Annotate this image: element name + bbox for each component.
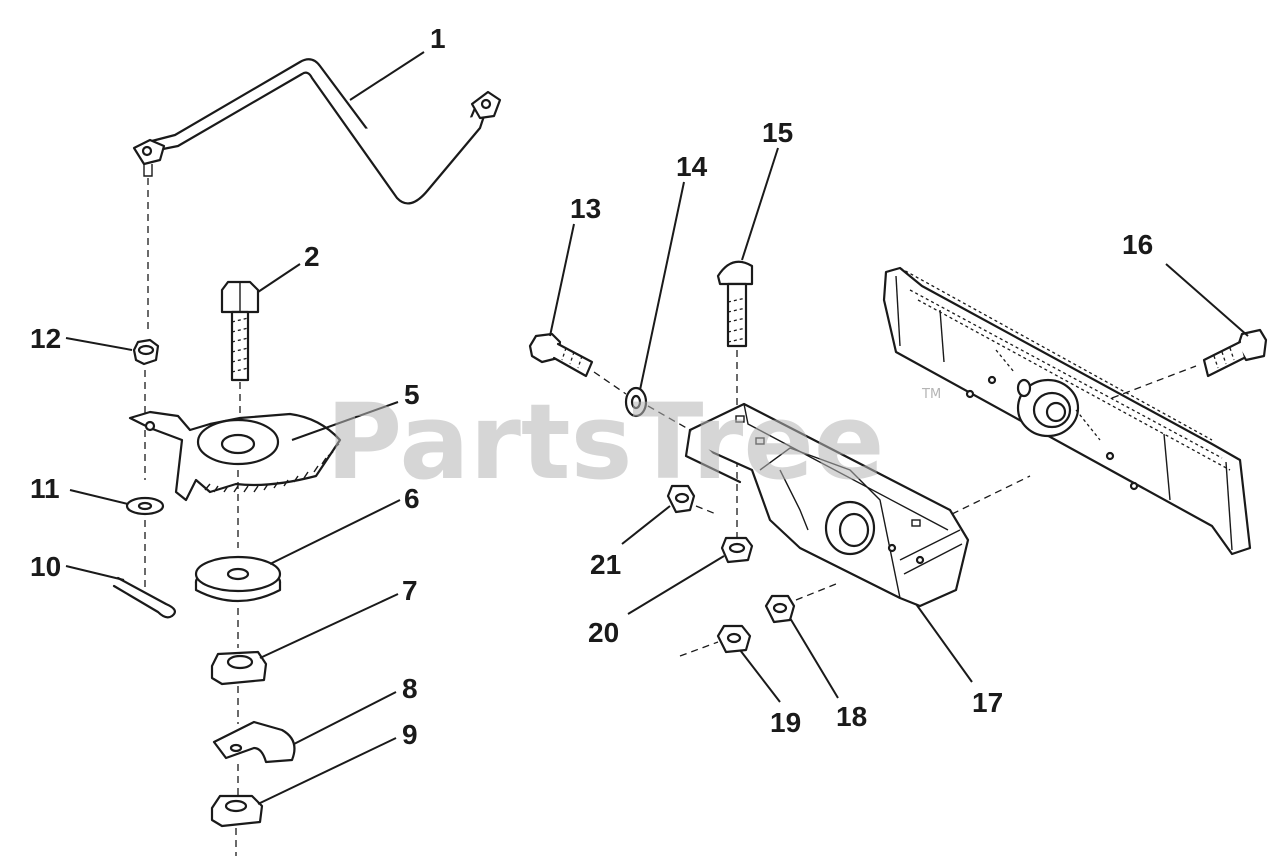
callout-13: 13 <box>570 193 601 224</box>
part-16-bolt[interactable] <box>1202 328 1268 378</box>
part-8-clip[interactable] <box>212 720 296 764</box>
part-21-nut[interactable] <box>666 484 696 514</box>
callout-6: 6 <box>404 483 420 514</box>
callout-10: 10 <box>30 551 61 582</box>
callout-16: 16 <box>1122 229 1153 260</box>
part-6-spacer[interactable] <box>194 555 282 603</box>
callout-12: 12 <box>30 323 61 354</box>
callout-5: 5 <box>404 379 420 410</box>
part-15-carriage-bolt[interactable] <box>716 260 754 348</box>
callout-20: 20 <box>588 617 619 648</box>
watermark-tm: TM <box>921 387 941 402</box>
part-14-washer[interactable] <box>624 386 648 418</box>
callout-8: 8 <box>402 673 418 704</box>
callout-18: 18 <box>836 701 867 732</box>
part-18-nut[interactable] <box>764 594 796 624</box>
callout-9: 9 <box>402 719 418 750</box>
callout-7: 7 <box>402 575 418 606</box>
part-1-control-rod[interactable] <box>132 58 502 205</box>
part-5-sector-gear[interactable] <box>128 410 342 502</box>
part-12-nut[interactable] <box>132 338 160 366</box>
callout-2: 2 <box>304 241 320 272</box>
part-17-bracket[interactable] <box>684 402 970 608</box>
leader-lines <box>65 51 1249 805</box>
part-10-cotter-pin[interactable] <box>112 576 176 619</box>
part-7-hex-nut[interactable] <box>210 650 268 686</box>
callout-17: 17 <box>972 687 1003 718</box>
part-11-washer[interactable] <box>125 496 165 516</box>
callout-15: 15 <box>762 117 793 148</box>
frame-rail <box>882 266 1252 556</box>
callout-1: 1 <box>430 23 446 54</box>
part-2-bolt[interactable] <box>220 280 260 382</box>
callout-14: 14 <box>676 151 708 182</box>
part-13-bolt[interactable] <box>528 332 594 378</box>
callout-labels: 1 2 5 6 7 8 9 10 11 12 13 14 15 16 17 18… <box>30 23 1153 750</box>
part-9-hex-nut[interactable] <box>210 794 264 828</box>
part-19-nut[interactable] <box>716 624 752 654</box>
callout-11: 11 <box>30 473 60 504</box>
part-20-nut[interactable] <box>720 536 754 564</box>
watermark: PartsTree <box>326 381 884 503</box>
callout-21: 21 <box>590 549 621 580</box>
callout-19: 19 <box>770 707 801 738</box>
